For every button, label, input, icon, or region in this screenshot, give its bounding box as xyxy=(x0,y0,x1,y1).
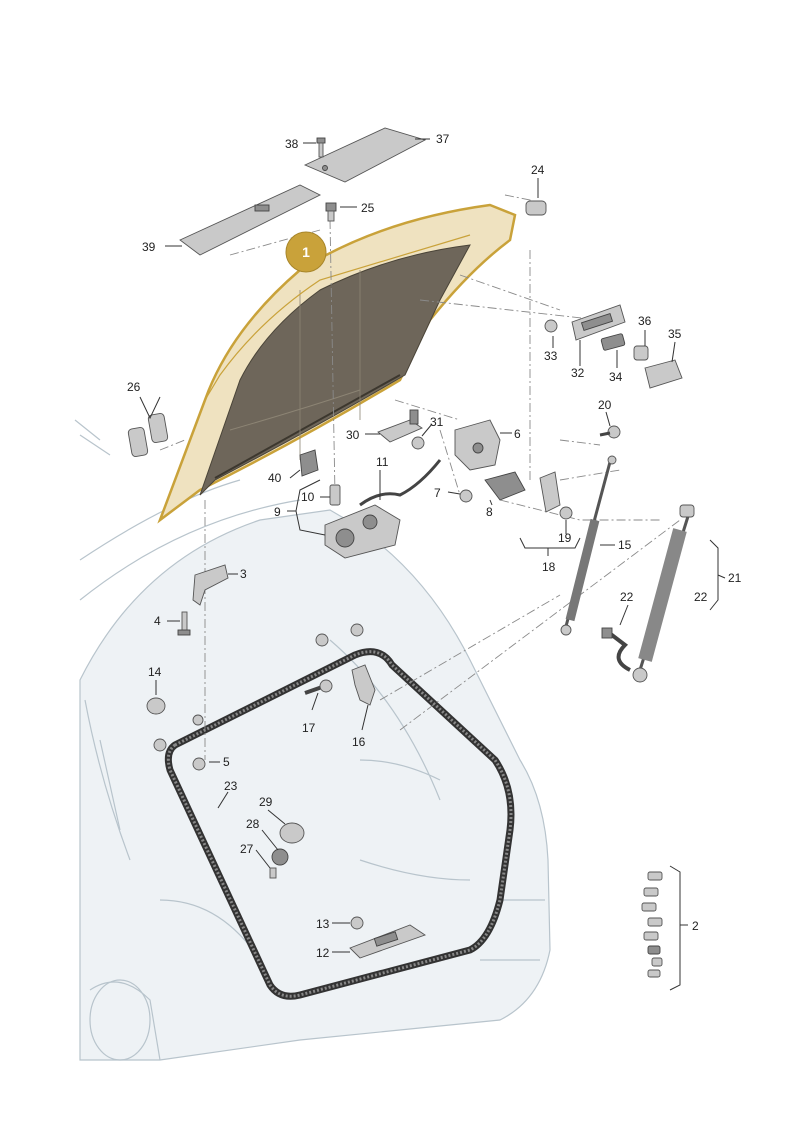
screw-38[interactable] xyxy=(316,137,326,158)
label-18[interactable]: 18 xyxy=(542,560,556,574)
seal-pads-26[interactable] xyxy=(127,413,169,457)
label-15[interactable]: 15 xyxy=(618,538,632,552)
label-33[interactable]: 33 xyxy=(544,349,558,363)
label-27[interactable]: 27 xyxy=(240,842,254,856)
body-mount-points xyxy=(153,623,364,752)
label-31[interactable]: 31 xyxy=(430,415,444,429)
cable-11[interactable] xyxy=(359,459,442,507)
label-2[interactable]: 2 xyxy=(692,919,699,933)
label-24[interactable]: 24 xyxy=(531,163,545,177)
main-part-number: 1 xyxy=(302,244,310,260)
trim-panel-37[interactable] xyxy=(303,127,427,183)
strut-15[interactable] xyxy=(560,455,617,636)
label-8[interactable]: 8 xyxy=(486,505,493,519)
lock-6[interactable] xyxy=(454,419,501,471)
label-22-right[interactable]: 22 xyxy=(694,590,708,604)
label-10[interactable]: 10 xyxy=(301,490,315,504)
part-19[interactable] xyxy=(559,506,573,520)
label-7[interactable]: 7 xyxy=(434,486,441,500)
light-32[interactable] xyxy=(571,304,626,341)
part-10[interactable] xyxy=(329,484,341,506)
label-37[interactable]: 37 xyxy=(436,132,450,146)
striker-16[interactable] xyxy=(351,664,376,706)
label-30[interactable]: 30 xyxy=(346,428,360,442)
main-part-badge[interactable] xyxy=(285,231,327,273)
label-22-cable[interactable]: 22 xyxy=(620,590,634,604)
label-11[interactable]: 11 xyxy=(376,455,389,469)
motor-9[interactable] xyxy=(324,504,401,559)
screw-17[interactable] xyxy=(304,679,333,695)
label-26[interactable]: 26 xyxy=(127,380,141,394)
label-21[interactable]: 21 xyxy=(728,571,742,585)
nut-7[interactable] xyxy=(459,489,473,503)
nut-31[interactable] xyxy=(411,436,425,450)
reference-lines xyxy=(159,194,681,760)
handle-8[interactable] xyxy=(484,471,526,501)
label-38[interactable]: 38 xyxy=(285,137,299,151)
label-5[interactable]: 5 xyxy=(223,755,230,769)
cap-36[interactable] xyxy=(633,345,649,361)
label-16[interactable]: 16 xyxy=(352,735,366,749)
label-23[interactable]: 23 xyxy=(224,779,238,793)
bracket-40[interactable] xyxy=(299,449,319,477)
label-9[interactable]: 9 xyxy=(274,505,281,519)
label-3[interactable]: 3 xyxy=(240,567,247,581)
label-17[interactable]: 17 xyxy=(302,721,316,735)
hinge-18[interactable] xyxy=(539,471,561,513)
label-40[interactable]: 40 xyxy=(268,471,282,485)
label-29[interactable]: 29 xyxy=(259,795,273,809)
label-20[interactable]: 20 xyxy=(598,398,612,412)
label-25[interactable]: 25 xyxy=(361,201,375,215)
label-28[interactable]: 28 xyxy=(246,817,260,831)
bolt-4[interactable] xyxy=(177,611,191,636)
label-12[interactable]: 12 xyxy=(316,946,330,960)
clip-25[interactable] xyxy=(325,202,337,222)
unit-35[interactable] xyxy=(644,359,683,389)
nut-13[interactable] xyxy=(350,916,364,930)
strut-21[interactable] xyxy=(632,504,695,683)
label-34[interactable]: 34 xyxy=(609,370,623,384)
tailgate-panel[interactable] xyxy=(157,203,517,524)
leader-lines xyxy=(139,138,726,991)
screw-set-2[interactable] xyxy=(641,871,663,978)
part-number-labels: 1 38 37 39 25 24 26 40 10 9 11 30 31 6 7… xyxy=(127,132,742,960)
trim-strip-39[interactable] xyxy=(179,184,322,256)
striker-12[interactable] xyxy=(349,924,426,959)
nut-5[interactable] xyxy=(192,757,206,771)
screw-27[interactable] xyxy=(269,867,277,879)
nut-33[interactable] xyxy=(544,319,558,333)
cable-22[interactable] xyxy=(601,627,631,672)
tailgate-seal xyxy=(164,648,515,1000)
switch-34[interactable] xyxy=(600,333,626,351)
label-36[interactable]: 36 xyxy=(638,314,652,328)
buffer-24[interactable] xyxy=(525,200,547,216)
label-4[interactable]: 4 xyxy=(154,614,161,628)
cap-29[interactable] xyxy=(279,822,305,844)
label-13[interactable]: 13 xyxy=(316,917,330,931)
bracket-30[interactable] xyxy=(377,409,423,443)
label-14[interactable]: 14 xyxy=(148,665,162,679)
label-39[interactable]: 39 xyxy=(142,240,156,254)
screw-20[interactable] xyxy=(599,425,621,439)
car-body-outline xyxy=(74,419,551,1061)
label-35[interactable]: 35 xyxy=(668,327,682,341)
grommet-28[interactable] xyxy=(271,848,289,866)
label-32[interactable]: 32 xyxy=(571,366,585,380)
hinge-3[interactable] xyxy=(192,564,229,606)
cap-14[interactable] xyxy=(146,697,166,715)
label-19[interactable]: 19 xyxy=(558,531,572,545)
label-6[interactable]: 6 xyxy=(514,427,521,441)
